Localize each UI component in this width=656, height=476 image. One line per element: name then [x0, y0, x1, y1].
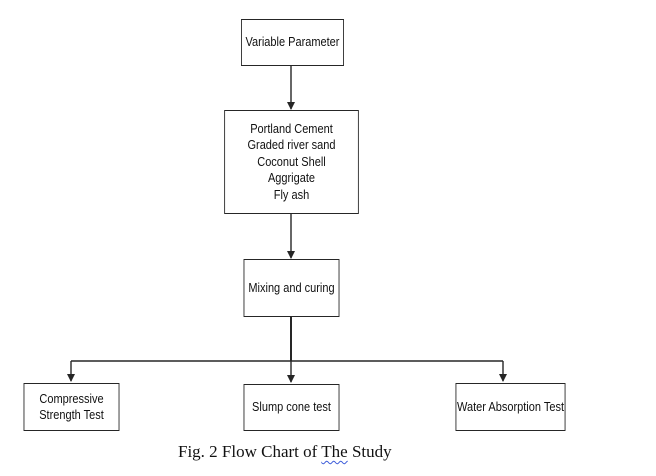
variable-parameter-box: Variable Parameter — [241, 19, 344, 66]
water-absorption-label: Water Absorption Test — [456, 399, 565, 414]
figure-caption: Fig. 2 Flow Chart of The Study — [178, 442, 392, 462]
material-aggrigate: Aggrigate — [267, 171, 316, 186]
caption-suffix: Study — [347, 442, 392, 461]
compressive-label-line2: Strength Test — [39, 408, 104, 422]
compressive-label-line1: Compressive — [39, 391, 104, 406]
material-fly-ash: Fly ash — [273, 187, 310, 202]
material-coconut-shell: Coconut Shell — [257, 154, 326, 169]
caption-spellcheck-word: The — [321, 442, 348, 461]
caption-prefix: Fig. 2 Flow Chart of — [178, 442, 322, 461]
materials-box: Portland Cement Graded river sand Coconu… — [224, 110, 359, 214]
material-graded-river-sand: Graded river sand — [247, 138, 336, 153]
material-portland-cement: Portland Cement — [250, 121, 333, 136]
variable-parameter-label: Variable Parameter — [245, 35, 340, 50]
mixing-curing-box: Mixing and curing — [243, 259, 340, 317]
water-absorption-box: Water Absorption Test — [455, 383, 566, 431]
compressive-strength-box: Compressive Strength Test — [23, 383, 120, 431]
slump-cone-label: Slump cone test — [252, 400, 331, 415]
slump-cone-box: Slump cone test — [243, 384, 340, 431]
mixing-curing-label: Mixing and curing — [248, 280, 335, 295]
